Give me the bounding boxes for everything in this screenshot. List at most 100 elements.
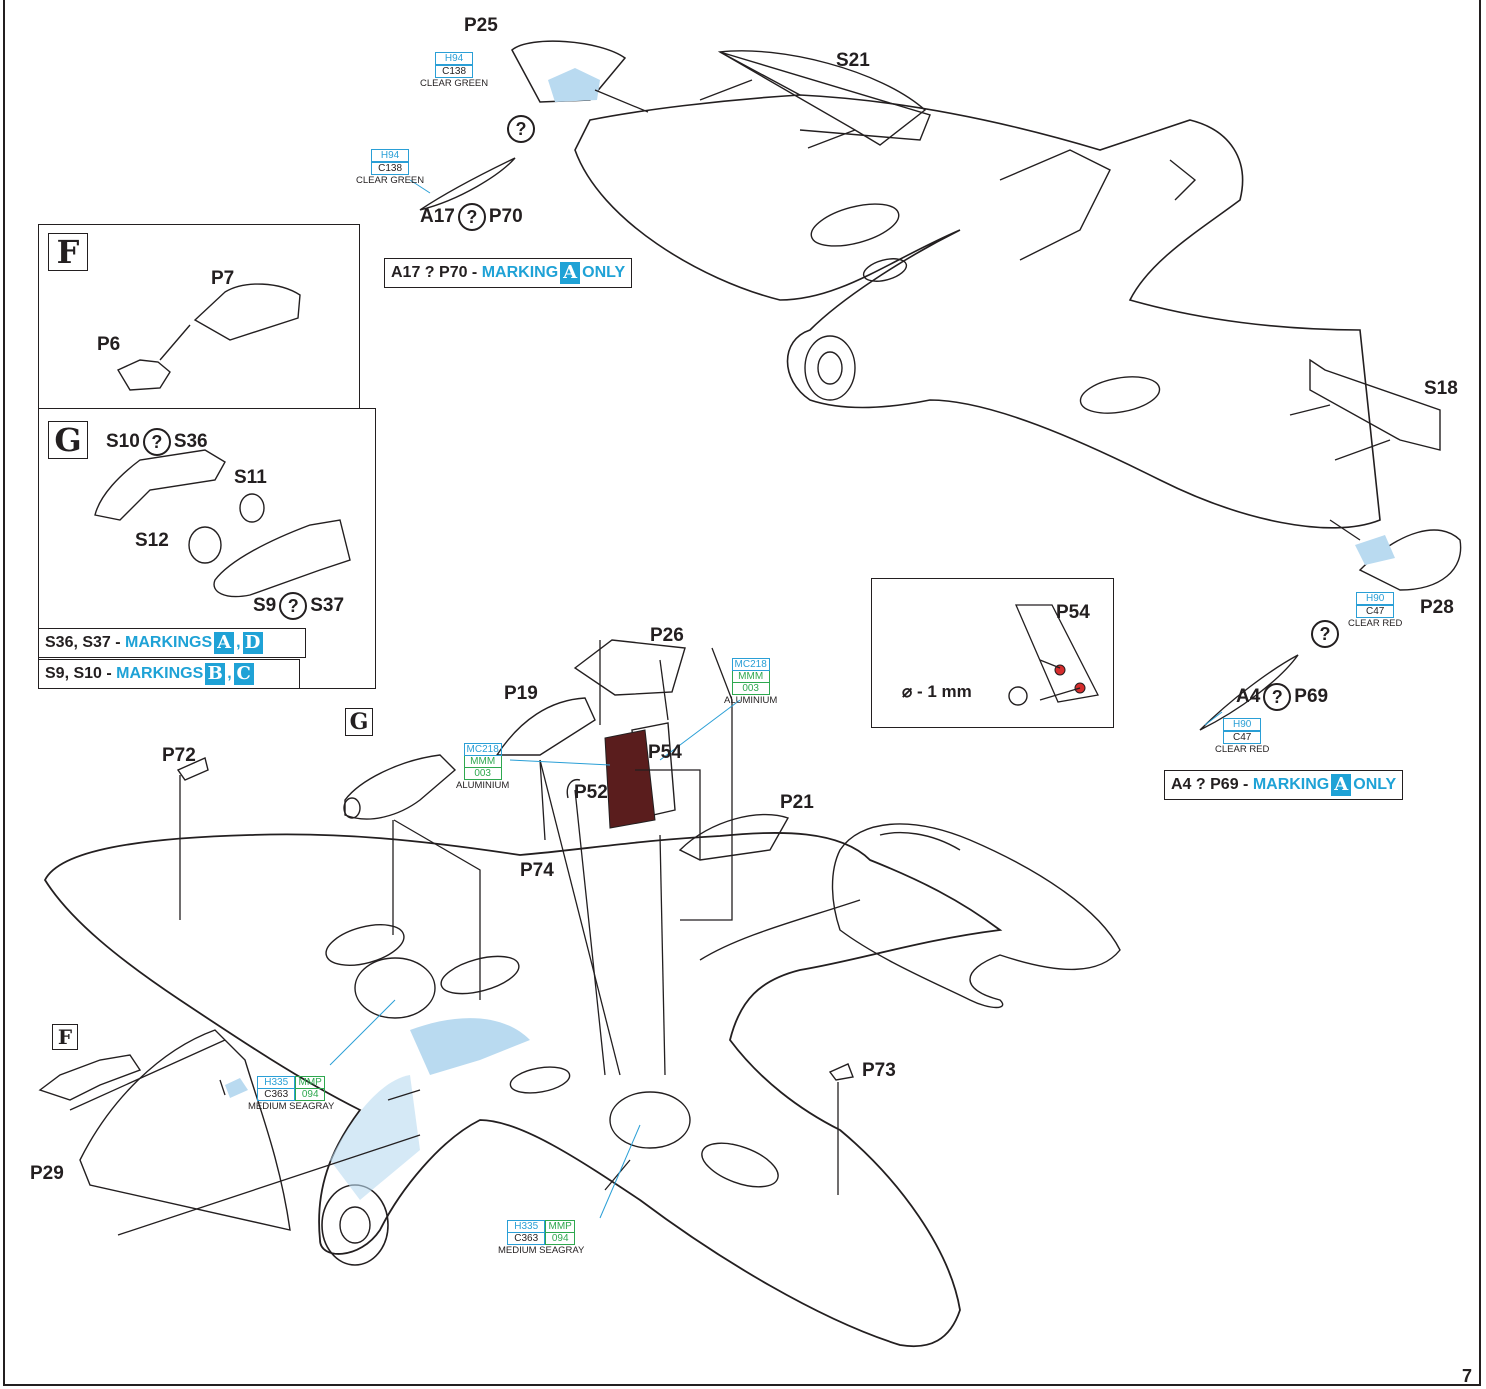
inset-p54-drill (871, 578, 1114, 728)
part-label-p73: P73 (862, 1060, 896, 1081)
paint-name: MEDIUM SEAGRAY (498, 1245, 585, 1256)
paint-code: H335 (257, 1076, 296, 1089)
part-s9: S9 (253, 595, 277, 617)
inset-g-ref: G (345, 708, 373, 736)
question-icon: ? (457, 203, 486, 231)
note-marking: MARKINGS (116, 665, 204, 683)
note-separator: , (227, 665, 232, 683)
part-label-s18: S18 (1424, 378, 1458, 399)
note-marking: MARKING (481, 264, 559, 282)
inset-g-letter: G (48, 421, 88, 459)
inset-f-ref: F (52, 1024, 78, 1050)
part-s36: S36 (173, 431, 208, 453)
paint-name: CLEAR GREEN (420, 78, 489, 89)
marking-letter-badge: D (242, 632, 263, 654)
part-label-p54: P54 (648, 742, 682, 763)
part-label-p28: P28 (1420, 597, 1454, 618)
part-label-s21: S21 (836, 50, 870, 71)
question-icon: ? (507, 115, 535, 143)
note-suffix: ONLY (582, 264, 626, 282)
marking-letter-badge: A (560, 262, 581, 284)
question-icon: ? (1263, 683, 1292, 711)
note-suffix: ONLY (1353, 776, 1397, 794)
part-label-p6: P6 (97, 334, 121, 355)
note-marking: MARKINGS (125, 634, 213, 652)
paint-code: 003 (731, 683, 770, 695)
marking-letter-badge: A (214, 632, 235, 654)
marking-letter-badge: B (205, 663, 226, 685)
paint-clear-red-p28: H90 C47 CLEAR RED (1348, 592, 1402, 629)
paint-name: MEDIUM SEAGRAY (248, 1101, 335, 1112)
paint-code: H335 (507, 1220, 546, 1233)
paint-name: CLEAR RED (1348, 618, 1403, 629)
part-label-p7: P7 (211, 268, 235, 289)
page-frame (3, 0, 1481, 1386)
paint-code: C363 (257, 1089, 296, 1101)
paint-code: C138 (371, 162, 410, 175)
paint-name: ALUMINIUM (724, 695, 778, 706)
part-label-a17-p70: A17?P70 (420, 203, 523, 231)
part-p70: P70 (488, 206, 523, 228)
paint-name: ALUMINIUM (456, 780, 510, 791)
part-label-p74: P74 (520, 860, 554, 881)
part-label-a4-p69: A4?P69 (1236, 683, 1328, 711)
part-label-p72: P72 (162, 745, 196, 766)
part-label-s12: S12 (135, 530, 169, 551)
part-p69: P69 (1294, 686, 1329, 708)
part-label-s9-s37: S9?S37 (253, 592, 344, 620)
paint-code: MMP (295, 1076, 326, 1089)
drill-note: ⌀ - 1 mm (902, 682, 972, 701)
part-label-p21: P21 (780, 792, 814, 813)
paint-code: 094 (545, 1233, 576, 1245)
part-label-s10-s36: S10?S36 (106, 428, 208, 456)
part-label-s11: S11 (234, 467, 267, 488)
part-label-p54-inset: P54 (1056, 602, 1090, 623)
paint-code: MMP (545, 1220, 576, 1233)
part-s37: S37 (310, 595, 345, 617)
question-icon: ? (279, 592, 308, 620)
part-label-p25: P25 (464, 15, 498, 36)
part-label-p19: P19 (504, 683, 538, 704)
paint-code: MC218 (463, 743, 502, 756)
inset-f-letter: F (48, 233, 88, 271)
note-marking: MARKING (1252, 776, 1330, 794)
part-label-p52: P52 (574, 782, 608, 803)
paint-code: 094 (295, 1089, 326, 1101)
marking-letter-badge: A (1331, 774, 1352, 796)
part-s10: S10 (106, 431, 140, 453)
paint-code: MMM (731, 671, 770, 683)
paint-code: MMM (463, 756, 502, 768)
part-a17: A17 (420, 206, 455, 228)
part-label-p29: P29 (30, 1163, 64, 1184)
paint-aluminium-p54: MC218 MMM 003 ALUMINIUM (724, 658, 777, 706)
paint-code: H94 (371, 149, 410, 162)
note-prefix: S36, S37 - (45, 634, 126, 652)
note-prefix: S9, S10 - (45, 665, 117, 683)
paint-code: H90 (1223, 718, 1262, 731)
paint-aluminium-p52: MC218 MMM 003 ALUMINIUM (456, 743, 509, 791)
paint-clear-green-a17: H94 C138 CLEAR GREEN (356, 149, 424, 186)
paint-code: C363 (507, 1233, 546, 1245)
marking-letter-badge: C (233, 663, 254, 685)
note-separator: , (236, 634, 241, 652)
paint-name: CLEAR RED (1215, 744, 1270, 755)
paint-code: C47 (1356, 605, 1395, 618)
part-a4: A4 (1236, 686, 1261, 708)
part-label-p26: P26 (650, 625, 684, 646)
paint-code: H90 (1356, 592, 1395, 605)
paint-clear-green-p25: H94 C138 CLEAR GREEN (420, 52, 488, 89)
paint-clear-red-a4: H90 C47 CLEAR RED (1215, 718, 1269, 755)
question-icon: ? (1311, 620, 1339, 648)
paint-code: C47 (1223, 731, 1262, 744)
note-prefix: A4 ? P69 - (1171, 776, 1253, 794)
paint-code: C138 (435, 65, 474, 78)
paint-code: MC218 (731, 658, 770, 671)
paint-code: 003 (463, 768, 502, 780)
